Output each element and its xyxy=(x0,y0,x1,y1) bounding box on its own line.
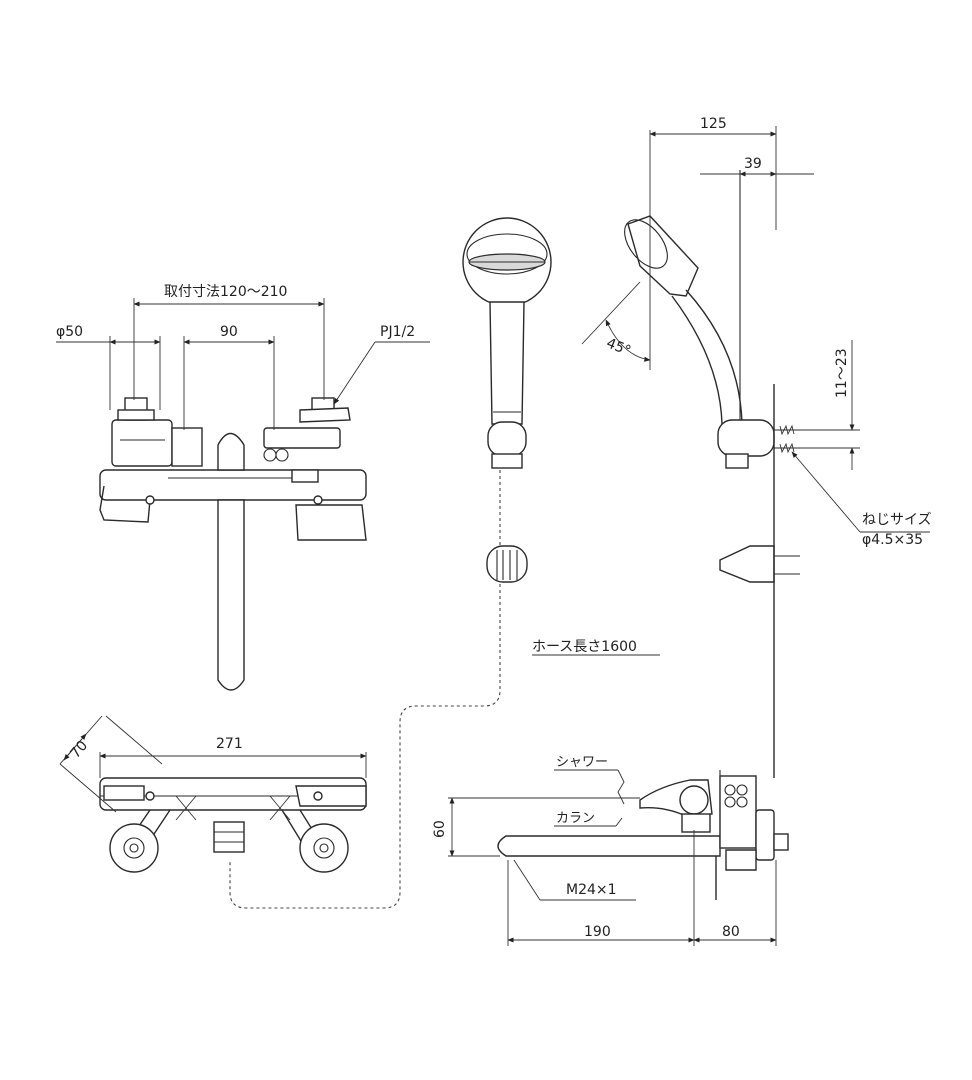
faucet-dimensions xyxy=(448,769,777,946)
label-70: 70 xyxy=(67,738,91,762)
label-80: 80 xyxy=(722,924,740,940)
label-m24: M24×1 xyxy=(566,882,617,898)
hand-shower-front xyxy=(462,217,552,583)
label-271: 271 xyxy=(216,736,243,752)
front-view xyxy=(99,397,367,691)
label-11-23: 11〜23 xyxy=(834,348,850,398)
label-karan: カラン xyxy=(556,811,595,826)
label-hose-length: ホース長さ1600 xyxy=(532,639,637,655)
top-dimensions xyxy=(59,715,367,813)
label-pj12: PJ1/2 xyxy=(380,324,415,340)
label-screw-size-title: ねじサイズ xyxy=(862,512,932,528)
top-view xyxy=(99,777,367,873)
label-phi50: φ50 xyxy=(56,324,83,340)
label-screw-size: φ4.5×35 xyxy=(862,532,923,548)
side-dimensions xyxy=(532,126,930,656)
hand-shower-side xyxy=(624,170,800,778)
label-45-degree: 45° xyxy=(604,335,633,359)
label-190: 190 xyxy=(584,924,611,940)
label-60: 60 xyxy=(432,820,448,838)
front-dimensions xyxy=(56,298,430,430)
label-mount-pitch: 取付寸法120〜210 xyxy=(164,284,287,300)
label-shower: シャワー xyxy=(556,755,608,770)
label-90: 90 xyxy=(220,324,238,340)
label-39: 39 xyxy=(744,156,762,172)
label-125: 125 xyxy=(700,116,727,132)
faucet-side-view xyxy=(497,770,789,900)
